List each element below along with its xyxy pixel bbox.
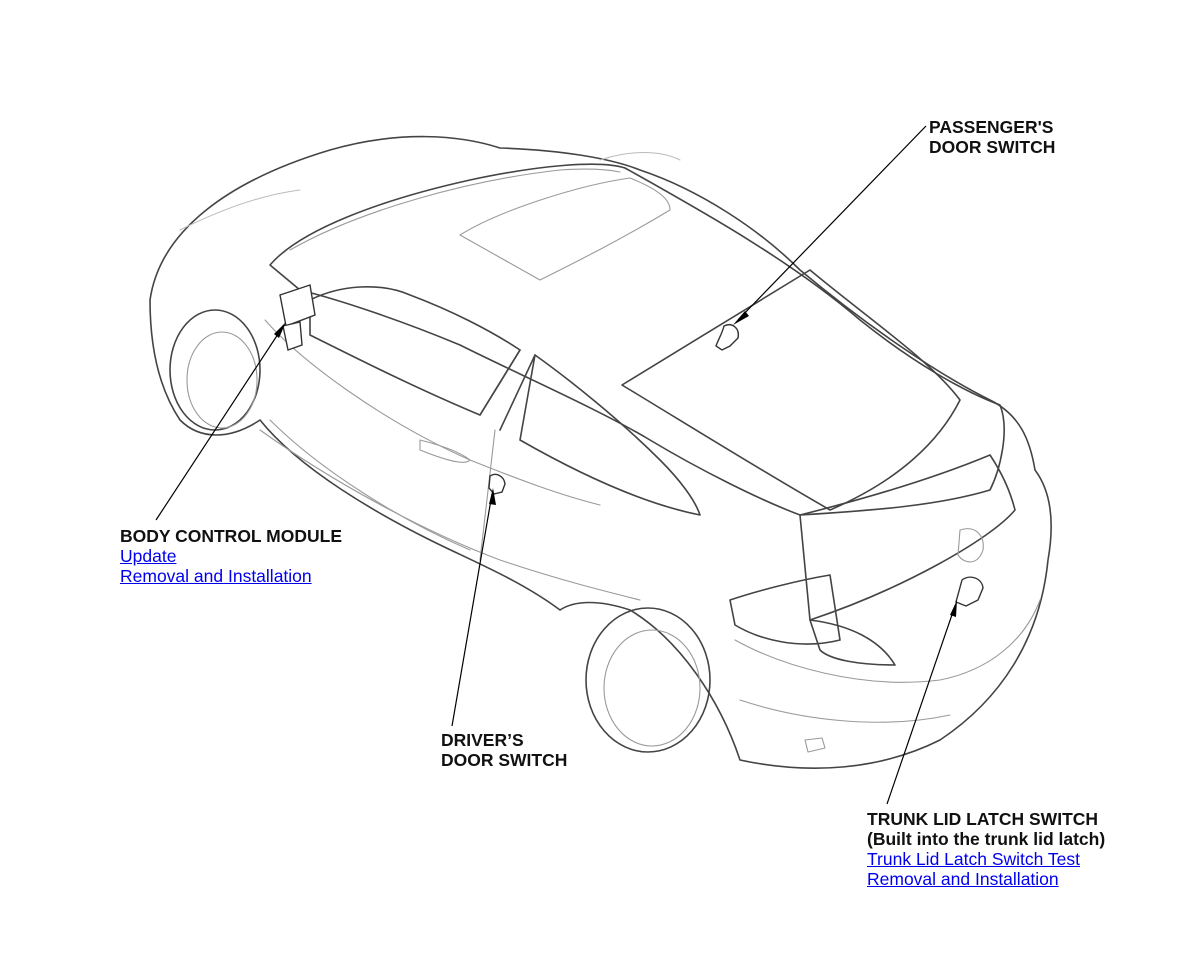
drivers-door-switch-label-line2: DOOR SWITCH bbox=[441, 750, 568, 770]
passengers-door-switch-part bbox=[715, 324, 739, 351]
driver-leader-arrow bbox=[489, 488, 496, 505]
passenger-leader-arrow bbox=[733, 311, 749, 325]
trunk-lid-latch-switch-part bbox=[955, 576, 984, 607]
trunk-removal-installation-link[interactable]: Removal and Installation bbox=[867, 869, 1059, 889]
trunk-lid-latch-switch-test-link[interactable]: Trunk Lid Latch Switch Test bbox=[867, 849, 1081, 869]
bcm-leader-line bbox=[155, 327, 283, 521]
body-control-module-part bbox=[279, 284, 316, 351]
bcm-leader-arrow bbox=[274, 322, 286, 338]
passengers-door-switch-label-line1: PASSENGER'S bbox=[929, 117, 1054, 137]
bcm-update-link[interactable]: Update bbox=[120, 546, 177, 566]
bcm-removal-installation-link[interactable]: Removal and Installation bbox=[120, 566, 312, 586]
passengers-door-switch-callout: PASSENGER'S DOOR SWITCH bbox=[929, 117, 1055, 157]
trunk-lid-latch-switch-sublabel: (Built into the trunk lid latch) bbox=[867, 829, 1106, 849]
car-outline bbox=[149, 135, 1052, 769]
drivers-door-switch-label-line1: DRIVER’S bbox=[441, 730, 524, 750]
passenger-leader-line bbox=[737, 125, 927, 321]
trunk-lid-latch-switch-callout: TRUNK LID LATCH SWITCH (Built into the t… bbox=[867, 809, 1105, 889]
trunk-leader-line bbox=[886, 605, 956, 805]
body-control-module-label: BODY CONTROL MODULE bbox=[120, 526, 342, 546]
body-control-module-callout: BODY CONTROL MODULE Update Removal and I… bbox=[120, 526, 342, 586]
passengers-door-switch-label-line2: DOOR SWITCH bbox=[929, 137, 1056, 157]
trunk-lid-latch-switch-label: TRUNK LID LATCH SWITCH bbox=[867, 809, 1099, 829]
driver-leader-line bbox=[451, 493, 493, 727]
trunk-leader-arrow bbox=[950, 600, 957, 617]
drivers-door-switch-callout: DRIVER’S DOOR SWITCH bbox=[441, 730, 567, 770]
drivers-door-switch-part bbox=[488, 473, 506, 495]
